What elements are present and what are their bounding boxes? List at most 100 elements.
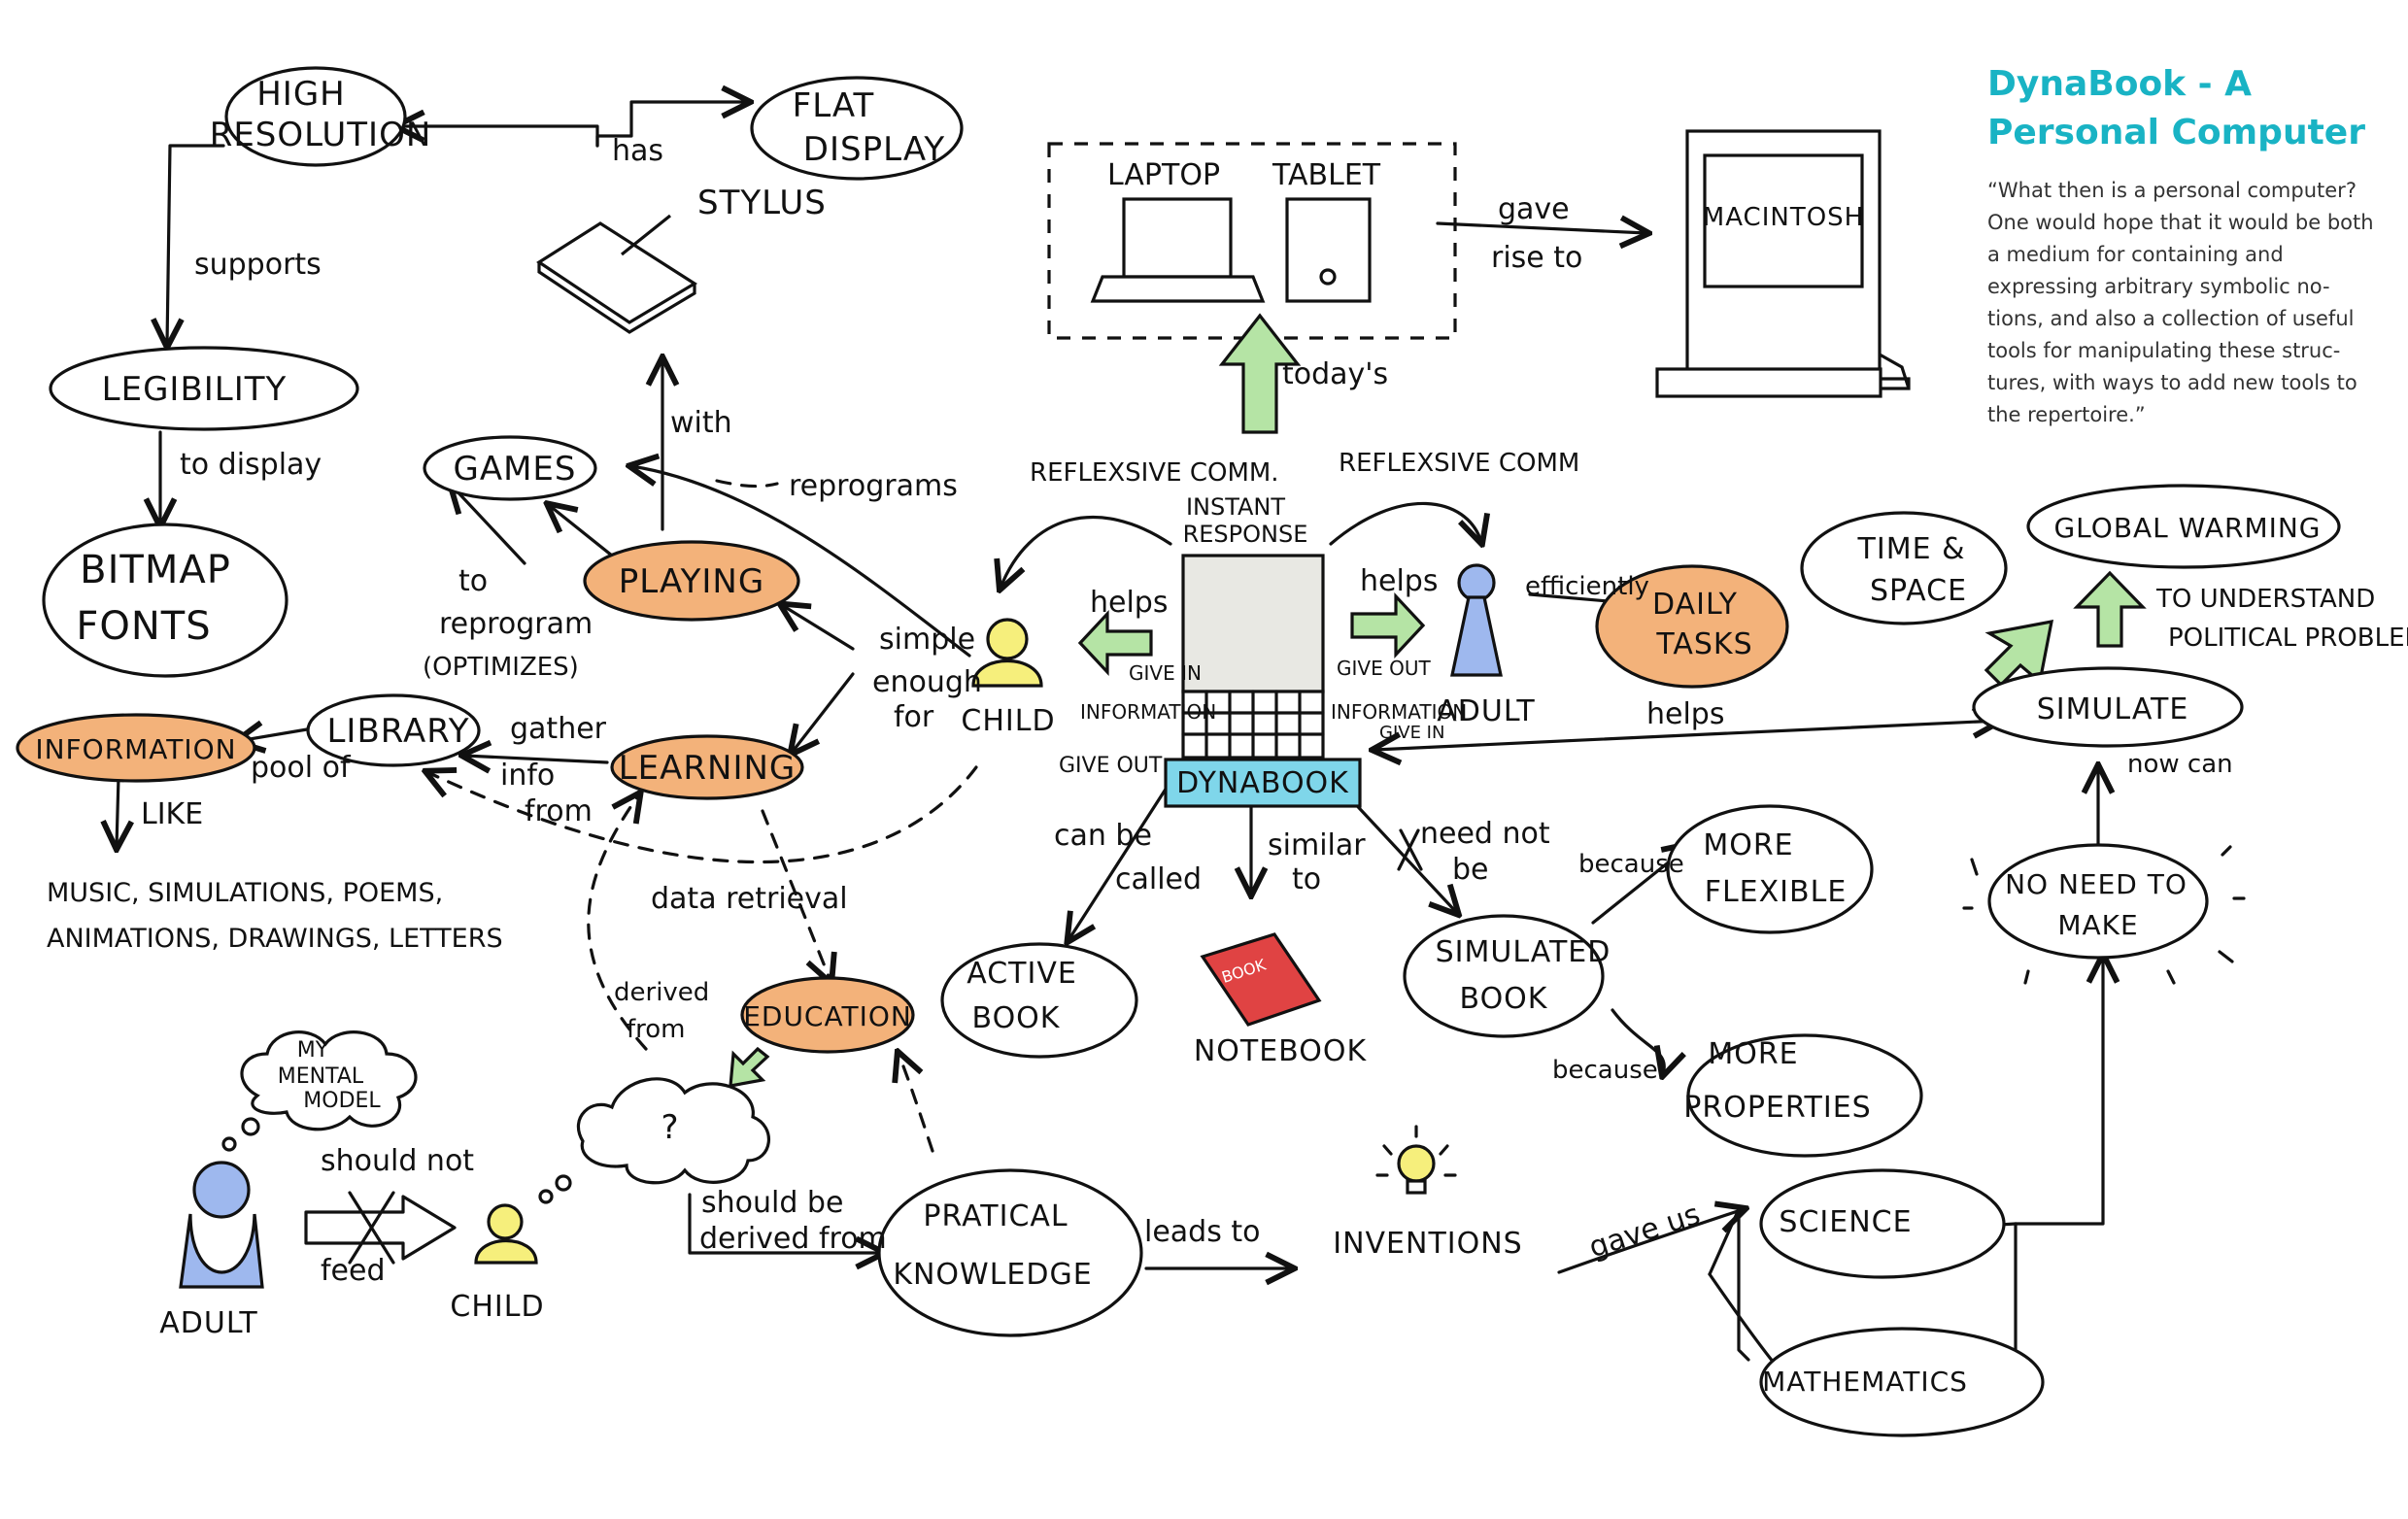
edge-label-derived-1: derived: [614, 978, 709, 1007]
no-need-label-2: MAKE: [2057, 909, 2138, 941]
information-label: INFORMATION: [35, 733, 236, 765]
helps-arrows: [1077, 591, 1426, 677]
inventions-node: INVENTIONS: [1333, 1125, 1522, 1261]
edge-label-feed: feed: [321, 1254, 386, 1288]
inventions-label: INVENTIONS: [1333, 1227, 1522, 1261]
edge-label-to-reprogram-3: (OPTIMIZES): [423, 653, 579, 682]
edge-label-todays: today's: [1282, 357, 1388, 391]
practical-knowledge-label-1: PRATICAL: [923, 1199, 1068, 1233]
today-arrow: [1218, 313, 1302, 434]
adult-main-figure: ADULT: [1437, 563, 1536, 728]
library-label: LIBRARY: [326, 712, 469, 751]
bitmap-fonts-node: BITMAP FONTS: [42, 523, 288, 678]
edge-label-should-be-2: derived from: [699, 1222, 887, 1256]
edge-label-now-can: now can: [2127, 750, 2233, 779]
edge-label-similar-1: similar: [1268, 828, 1366, 862]
active-book-label-1: ACTIVE: [967, 957, 1077, 991]
legibility-label: LEGIBILITY: [102, 370, 288, 409]
edge-label-supports: supports: [194, 248, 322, 282]
library-node: LIBRARY: [306, 693, 481, 767]
child-main-label: CHILD: [961, 704, 1055, 738]
mental-model-label-3: MODEL: [303, 1089, 381, 1113]
edge-label-give-in-right: GIVE IN: [1379, 723, 1444, 743]
edge-label-gave-rise-2: rise to: [1491, 241, 1582, 275]
edge-label-need-not-1: need not: [1420, 817, 1550, 851]
adult-main-label: ADULT: [1437, 694, 1536, 728]
simulated-book-label-2: BOOK: [1460, 982, 1548, 1016]
edge-label-to-display: to display: [180, 448, 322, 482]
edge-label-gather-1: gather: [510, 712, 607, 746]
active-book-node: ACTIVE BOOK: [940, 942, 1138, 1059]
edge-label-simple-3: for: [894, 700, 934, 734]
edge-label-to-reprogram-2: reprogram: [439, 607, 593, 641]
macintosh-icon: MACINTOSH: [1655, 129, 1911, 398]
high-resolution-node: HIGH RESOLUTION: [210, 66, 432, 167]
practical-knowledge-node: PRATICAL KNOWLEDGE: [877, 1168, 1143, 1337]
games-label: GAMES: [453, 450, 576, 489]
dynabook-device: INSTANT RESPONSE DYNABOOK: [1164, 493, 1362, 808]
more-properties-label-2: PROPERTIES: [1683, 1091, 1871, 1125]
no-need-label-1: NO NEED TO: [2005, 868, 2188, 900]
edge-label-give-out-left: GIVE OUT: [1059, 754, 1163, 778]
playing-node: PLAYING: [583, 540, 800, 622]
child-main-figure: CHILD: [961, 618, 1055, 738]
instant-label-2: RESPONSE: [1183, 521, 1308, 548]
daily-tasks-node: DAILY TASKS: [1595, 564, 1789, 689]
daily-tasks-label-2: TASKS: [1655, 627, 1752, 661]
notebook-node: BOOK NOTEBOOK: [1194, 932, 1366, 1068]
adult-bottom-figure: ADULT: [159, 1161, 264, 1340]
instant-label-1: INSTANT: [1186, 493, 1285, 521]
edge-label-reprograms: reprograms: [789, 469, 958, 503]
simulated-book-label-1: SIMULATED: [1436, 935, 1611, 969]
edges: [117, 102, 2103, 1384]
edge-label-can-be-1: can be: [1054, 819, 1152, 853]
practical-knowledge-label-2: KNOWLEDGE: [893, 1258, 1092, 1292]
edge-label-reflexive-right: REFLEXSIVE COMM: [1339, 449, 1579, 478]
high-resolution-label-2: RESOLUTION: [210, 116, 432, 154]
dynabook-label: DYNABOOK: [1176, 766, 1349, 800]
mathematics-node: MATHEMATICS: [1759, 1327, 2045, 1437]
question-cloud: ?: [576, 1077, 770, 1185]
bitmap-label-1: BITMAP: [80, 548, 231, 592]
time-space-label-2: SPACE: [1870, 574, 1967, 608]
simulate-label: SIMULATE: [2037, 692, 2189, 726]
more-flexible-label-1: MORE: [1703, 828, 1793, 862]
tablet-label: TABLET: [1272, 158, 1381, 192]
edge-label-should-not: should not: [321, 1144, 474, 1178]
adult-bottom-label: ADULT: [159, 1306, 258, 1340]
information-node: INFORMATION: [16, 713, 256, 783]
learning-label: LEARNING: [619, 749, 797, 788]
edge-label-simple-1: simple: [879, 623, 975, 657]
mental-model-label-1: MY: [297, 1038, 329, 1063]
bitmap-label-2: FONTS: [76, 604, 211, 649]
child-bottom-figure: CHILD: [450, 1174, 572, 1324]
edge-label-because-1: because: [1578, 850, 1684, 879]
edge-label-information-right: INFORMATION: [1331, 700, 1467, 724]
simulate-arrows: [1984, 570, 2147, 688]
edge-label-because-2: because: [1552, 1056, 1658, 1085]
laptop-label: LAPTOP: [1107, 158, 1220, 192]
laptop-tablet-box: LAPTOP TABLET: [1047, 142, 1457, 340]
legibility-node: LEGIBILITY: [49, 346, 359, 431]
games-node: GAMES: [423, 435, 597, 501]
playing-label: PLAYING: [619, 562, 764, 601]
edge-label-with: with: [670, 406, 732, 440]
tablet-icon: [1285, 197, 1372, 303]
simulated-book-node: SIMULATED BOOK: [1403, 914, 1611, 1038]
edge-label-give-in: GIVE IN: [1129, 661, 1202, 685]
high-resolution-label-1: HIGH: [256, 75, 346, 114]
more-flexible-label-2: FLEXIBLE: [1705, 875, 1848, 909]
science-node: SCIENCE: [1759, 1168, 2006, 1279]
global-warming-label: GLOBAL WARMING: [2053, 512, 2321, 544]
edge-label-leads-to: leads to: [1144, 1215, 1261, 1249]
time-space-node: TIME & SPACE: [1800, 511, 2008, 625]
learning-node: LEARNING: [610, 734, 804, 800]
mental-model-cloud: MY MENTAL MODEL: [221, 1030, 418, 1152]
edge-label-need-not-2: be: [1452, 853, 1489, 887]
stylus-label: STYLUS: [697, 184, 827, 222]
simulate-node: SIMULATE: [1972, 666, 2244, 748]
education-arrow: [729, 1046, 770, 1088]
edge-label-reflexive-left: REFLEXSIVE COMM.: [1030, 458, 1279, 488]
political-problems-label: TO UNDERSTAND POLITICAL PROBLEMS: [2155, 585, 2408, 653]
